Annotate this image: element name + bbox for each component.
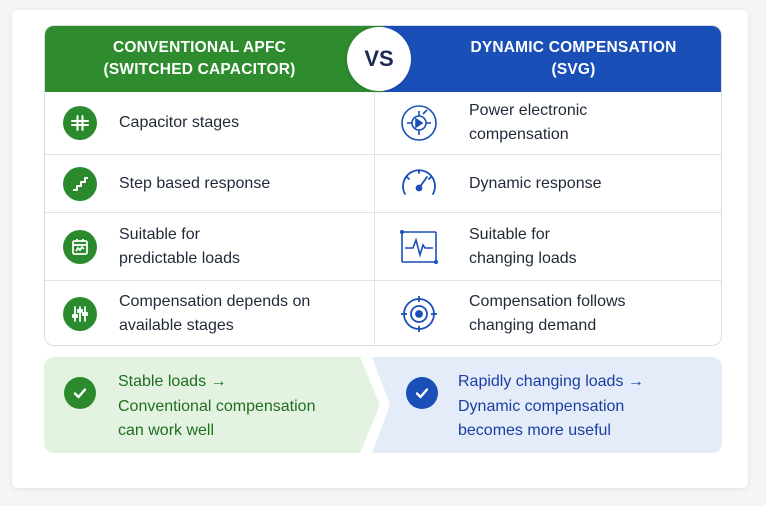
check-icon bbox=[64, 377, 96, 409]
text-line: becomes more useful bbox=[458, 422, 611, 439]
text-line: can work well bbox=[118, 422, 215, 439]
step-stairs-icon bbox=[63, 166, 97, 201]
text-line: available stages bbox=[119, 317, 234, 334]
conclusion-banner-dynamic: Rapidly changing loads → Dynamic compens… bbox=[372, 357, 722, 453]
table-row: Compensation depends on available stages… bbox=[45, 280, 721, 345]
row-left-text: Capacitor stages bbox=[119, 111, 369, 135]
target-icon bbox=[399, 294, 439, 334]
column-divider bbox=[374, 92, 375, 345]
vs-badge: VS bbox=[347, 27, 411, 91]
row-left-cell: Capacitor stages bbox=[45, 92, 374, 154]
row-left-cell: Compensation depends on available stages bbox=[45, 281, 374, 345]
capacitor-icon bbox=[63, 106, 97, 140]
power-electronics-icon bbox=[399, 103, 439, 143]
text-line: Rapidly changing loads → bbox=[458, 373, 644, 390]
row-right-cell: Compensation follows changing demand bbox=[375, 281, 721, 345]
text-line: Step based response bbox=[119, 174, 271, 192]
row-left-cell: Suitable for predictable loads bbox=[45, 213, 374, 280]
header-right-line1: DYNAMIC COMPENSATION bbox=[470, 39, 677, 56]
text-line: Compensation depends on bbox=[119, 293, 311, 310]
text-line: Conventional compensation bbox=[118, 397, 316, 415]
banner-right-text: Rapidly changing loads → Dynamic compens… bbox=[458, 370, 644, 444]
row-right-text: Suitable for changing loads bbox=[469, 223, 709, 271]
text-line: changing loads bbox=[469, 249, 577, 267]
table-header: CONVENTIONAL APFC (SWITCHED CAPACITOR) D… bbox=[45, 26, 721, 92]
conclusion-banner-conventional: Stable loads → Conventional compensation… bbox=[44, 357, 380, 453]
text-line: Stable loads → bbox=[118, 373, 227, 390]
sliders-icon bbox=[63, 297, 97, 331]
calendar-icon bbox=[63, 229, 97, 264]
row-left-cell: Step based response bbox=[45, 155, 374, 212]
header-left-line2: (SWITCHED CAPACITOR) bbox=[103, 61, 296, 78]
row-right-text: Dynamic response bbox=[469, 172, 709, 196]
text-line: Power electronic bbox=[469, 102, 588, 119]
header-conventional: CONVENTIONAL APFC (SWITCHED CAPACITOR) bbox=[45, 26, 384, 92]
row-right-cell: Power electronic compensation bbox=[375, 92, 721, 154]
text-line: Dynamic compensation bbox=[458, 397, 625, 415]
row-left-text: Compensation depends on available stages bbox=[119, 290, 369, 338]
text-line: Suitable for bbox=[119, 225, 200, 243]
table-row: Suitable for predictable loads Suitable … bbox=[45, 212, 721, 280]
text-line: changing demand bbox=[469, 317, 597, 334]
text-line: Dynamic response bbox=[469, 174, 602, 192]
waveform-icon bbox=[399, 227, 439, 267]
row-left-text: Step based response bbox=[119, 172, 369, 196]
text-line: Compensation follows bbox=[469, 293, 626, 310]
text-line: compensation bbox=[469, 126, 569, 143]
row-right-cell: Suitable for changing loads bbox=[375, 213, 721, 280]
text-line: Capacitor stages bbox=[119, 114, 240, 131]
header-right-line2: (SVG) bbox=[551, 61, 596, 78]
row-right-text: Power electronic compensation bbox=[469, 99, 709, 147]
table-row: Step based response Dynamic response bbox=[45, 154, 721, 212]
table-row: Capacitor stages Power electronic compen… bbox=[45, 92, 721, 154]
header-left-line1: CONVENTIONAL APFC bbox=[112, 39, 287, 56]
comparison-table: CONVENTIONAL APFC (SWITCHED CAPACITOR) D… bbox=[44, 25, 722, 346]
text-line: Suitable for bbox=[469, 225, 550, 243]
banner-left-text: Stable loads → Conventional compensation… bbox=[118, 370, 315, 444]
header-dynamic: DYNAMIC COMPENSATION (SVG) bbox=[384, 26, 721, 92]
check-icon bbox=[406, 377, 438, 409]
row-left-text: Suitable for predictable loads bbox=[119, 223, 369, 271]
row-right-text: Compensation follows changing demand bbox=[469, 290, 709, 338]
text-line: predictable loads bbox=[119, 249, 240, 267]
gauge-icon bbox=[399, 164, 439, 204]
row-right-cell: Dynamic response bbox=[375, 155, 721, 212]
